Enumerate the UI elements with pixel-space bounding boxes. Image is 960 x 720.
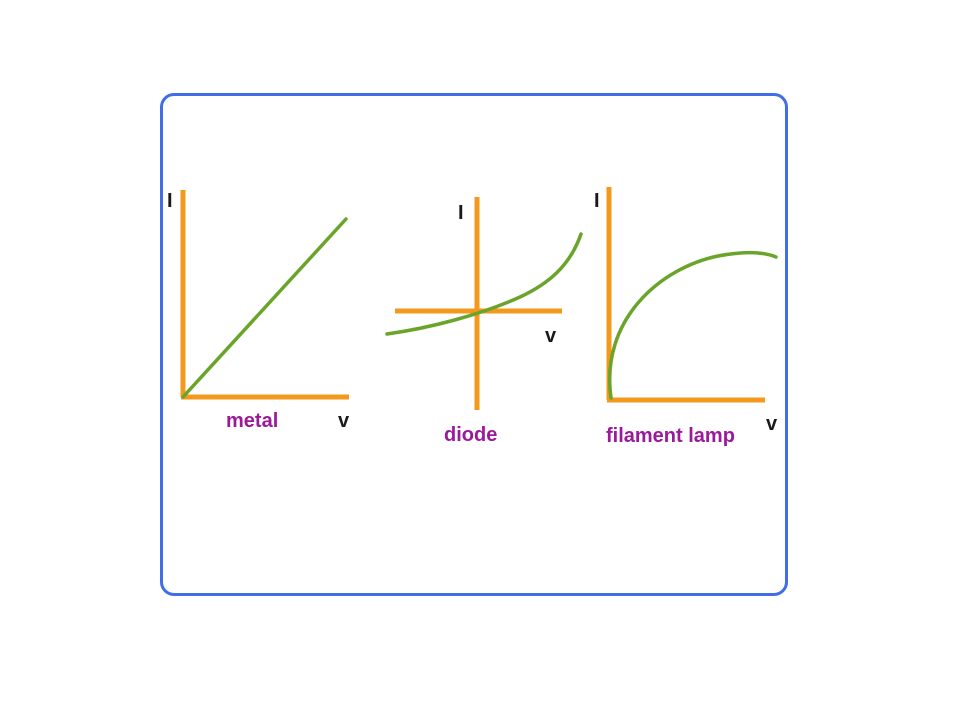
diode-x-axis-label: v <box>545 325 557 347</box>
metal-x-axis-label: v <box>338 410 350 432</box>
filament-lamp-graph-label: filament lamp <box>606 425 735 447</box>
metal-y-axis-label: I <box>167 190 173 212</box>
metal-graph: I v metal <box>167 190 350 432</box>
metal-graph-label: metal <box>226 410 278 432</box>
diode-graph: I v diode <box>385 197 583 446</box>
diode-y-axis-label: I <box>458 202 464 224</box>
diode-graph-label: diode <box>444 424 497 446</box>
metal-iv-line <box>181 217 348 399</box>
diode-iv-curve <box>385 232 583 336</box>
filament-lamp-x-axis-label: v <box>766 413 778 435</box>
filament-lamp-iv-curve <box>607 251 778 400</box>
filament-lamp-y-axis-label: I <box>594 190 600 212</box>
diagram-frame <box>160 93 788 596</box>
filament-lamp-graph: I v filament lamp <box>594 187 778 447</box>
